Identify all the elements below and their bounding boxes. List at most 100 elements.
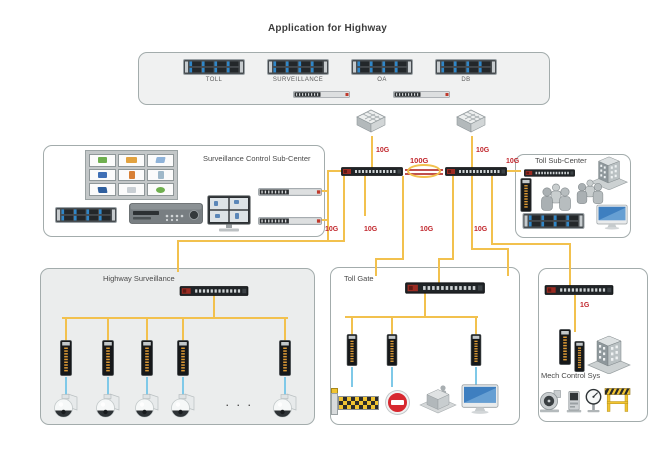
access-switch-icon [141,340,153,376]
link-segment [364,176,366,216]
video-wall-tile [89,183,116,196]
video-wall [85,150,178,200]
access-switch-icon [177,340,189,376]
dome-camera-icon [272,393,298,419]
speed-label: 100G [410,156,429,165]
device-link [475,367,477,387]
rack-server-icon [267,59,329,75]
core-switch-icon [341,167,403,176]
desktop-monitor-icon [461,384,499,414]
toll-booth-icon [419,383,457,415]
camera-link [146,377,148,395]
link-segment [321,219,329,221]
camera-link [65,377,67,395]
video-wall-tile [118,183,145,196]
link-segment [371,136,373,168]
quad-monitor-icon [207,195,251,233]
aggregation-switch-icon [456,109,486,133]
page-title: Application for Highway [267,23,388,34]
dome-camera-icon [95,393,121,419]
trunk-aggregation-ellipse [407,164,441,178]
pressure-gauge-icon [584,388,603,413]
access-switch-icon [386,334,398,366]
rack-switch-icon [542,285,616,295]
dome-camera-icon [170,393,196,419]
speed-label: 10G [474,226,488,233]
video-wall-tile [147,183,174,196]
rack-server-icon [435,59,497,75]
rack-server-icon [183,59,245,75]
box-title: Highway Surveillance [103,274,175,283]
rack-server-icon [351,59,413,75]
link-segment [569,243,571,287]
server-label: SURVEILLANCE [272,77,324,83]
link-segment [351,316,353,336]
video-wall-tile [118,154,145,167]
link-segment [321,190,329,192]
link-segment [213,295,215,319]
dome-camera-icon [53,393,79,419]
link-segment [491,176,493,245]
camera-link [107,377,109,395]
video-wall-tile [118,168,145,182]
box-title: Mech Control Sys [541,371,601,380]
link-segment [471,176,473,250]
barricade-icon [604,386,631,413]
access-switch-icon [574,341,585,372]
speed-label: 10G [364,226,378,233]
video-wall-tile [89,154,116,167]
video-wall-tile [147,154,174,167]
box-title: Toll Sub-Center [535,156,587,165]
link-segment [146,317,148,342]
camera-link [182,377,184,395]
camera-link [284,377,286,395]
box-title: Toll Gate [344,274,374,283]
link-segment [177,240,345,242]
link-segment [507,248,509,276]
link-segment [65,317,67,342]
access-switch-icon [520,178,532,212]
core-switch-icon [445,167,507,176]
desktop-monitor-icon [596,204,628,230]
blower-fan-icon [539,388,562,413]
video-decoder-icon [129,203,203,224]
access-switch-icon [346,334,358,366]
staff-group-icon [538,182,574,213]
speed-label: 10G [325,226,339,233]
bus-line [345,316,478,318]
link-segment [375,258,404,260]
dome-camera-icon [134,393,160,419]
link-segment [438,258,440,284]
rack-switch-icon [405,282,485,294]
rack-switch-icon [258,217,322,225]
bus-line [62,317,288,319]
rack-server-icon [55,207,117,223]
speed-label: 10G [420,226,434,233]
server-label: OA [377,77,387,83]
access-switch-icon [60,340,72,376]
access-switch-icon [102,340,114,376]
link-segment [507,170,521,172]
link-segment [402,176,404,260]
speed-label: 10G [476,147,490,154]
rack-switch-icon [524,169,575,177]
building-icon [586,334,632,374]
barrier-gate-icon [331,388,379,415]
more-cameras-indicator: . . . [226,398,254,408]
link-segment [177,240,179,272]
rack-switch-icon [393,91,450,98]
link-segment [107,317,109,342]
speed-label: 10G [376,147,390,154]
link-segment [391,316,393,336]
speed-label: 1G [580,302,590,309]
server-label: TOLL [205,77,223,83]
link-segment [182,317,184,342]
rack-switch-icon [178,286,250,296]
link-segment [343,176,345,242]
access-switch-icon [279,340,291,376]
link-segment [475,316,477,336]
control-cabinet-icon [566,389,582,413]
link-segment [327,170,343,172]
link-segment [284,317,286,342]
link-segment [471,248,509,250]
